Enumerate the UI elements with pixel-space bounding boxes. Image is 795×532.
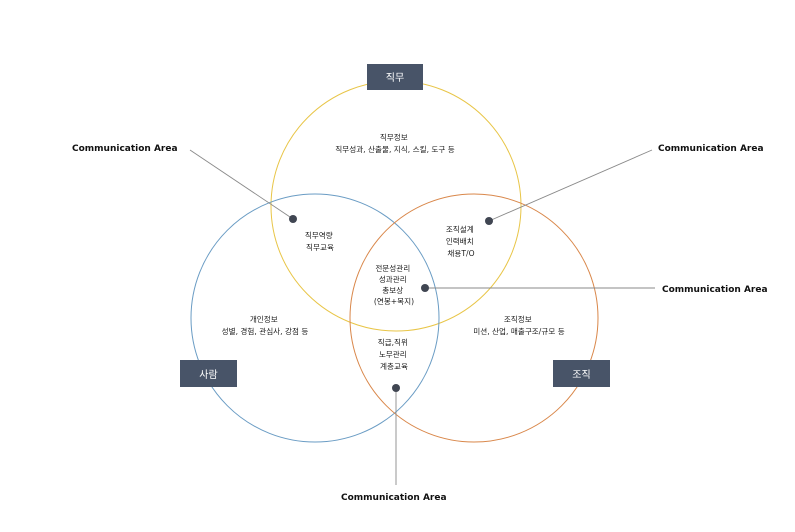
person-org-text: 직급,직위 노무관리 계층교육 xyxy=(378,337,411,371)
org-box: 조직 xyxy=(553,360,610,387)
job-box-label: 직무 xyxy=(386,72,404,84)
callout-line-top-right xyxy=(488,149,653,222)
callout-dot-bottom xyxy=(392,384,400,392)
person-info-text: 개인정보 성별, 경험, 관심사, 강점 등 xyxy=(222,314,309,336)
callout-label-top-left: Communication Area xyxy=(72,144,178,154)
person-box-label: 사람 xyxy=(199,368,217,381)
job-org-text: 조직설계 인력배치 채용T/O xyxy=(446,224,476,258)
job-person-text: 직무역량 직무교육 xyxy=(305,230,335,252)
center-text: 전문성관리 성과관리 총보상 (연봉+복지) xyxy=(374,263,414,306)
org-circle xyxy=(349,193,599,443)
callout-label-bottom: Communication Area xyxy=(341,493,447,503)
job-box: 직무 xyxy=(367,64,423,90)
callout-dot-middle-right xyxy=(421,284,429,292)
callout-label-top-right: Communication Area xyxy=(658,144,764,154)
callout-label-middle-right: Communication Area xyxy=(662,285,768,295)
org-box-label: 조직 xyxy=(572,369,590,381)
person-circle xyxy=(190,193,440,443)
callout-dot-top-right xyxy=(485,217,493,225)
org-info-text: 조직정보 미션, 산업, 매출구조/규모 등 xyxy=(473,314,564,336)
job-info-text: 직무정보 직무성과, 산출물, 지식, 스킬, 도구 등 xyxy=(335,132,455,154)
person-box: 사람 xyxy=(180,360,237,387)
callout-line-top-left xyxy=(189,149,294,220)
callout-dot-top-left xyxy=(289,215,297,223)
